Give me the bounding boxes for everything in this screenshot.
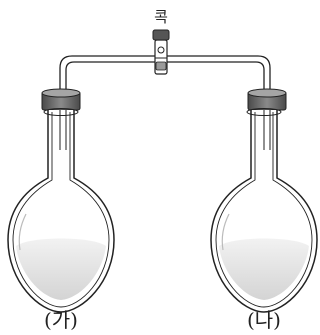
flask-left-label: (가)	[44, 308, 78, 332]
stopcock-label: 콕	[154, 8, 168, 26]
flask-right	[210, 88, 318, 313]
liquid-left	[16, 238, 106, 300]
stopcock-valve	[152, 29, 170, 75]
flask-left	[7, 88, 115, 313]
liquid-right	[219, 238, 309, 300]
flask-right-label: (나)	[247, 308, 281, 332]
